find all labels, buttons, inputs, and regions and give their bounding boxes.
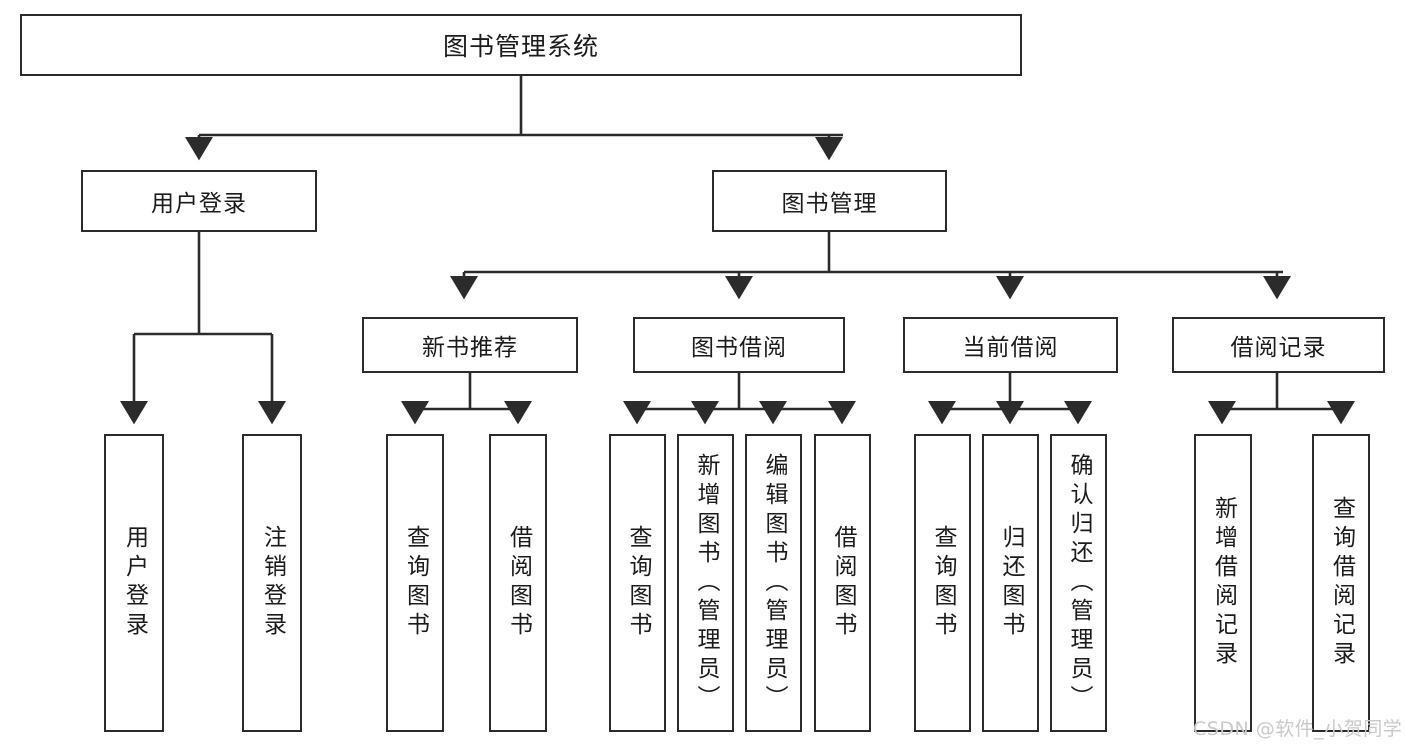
csdn-watermark: CSDN @软件_小贺同学 [1193, 718, 1403, 740]
node-root-system[interactable]: 图书管理系统 [20, 14, 1022, 76]
node-label: 图书借阅 [691, 335, 787, 361]
node-label: 新增借阅记录 [1210, 496, 1237, 670]
node-current-borrow[interactable]: 当前借阅 [903, 317, 1118, 373]
node-borrow-record[interactable]: 借阅记录 [1172, 317, 1385, 373]
node-label: 用户登录 [121, 525, 148, 641]
node-label: 当前借阅 [962, 335, 1059, 361]
node-label: 新书推荐 [422, 335, 518, 361]
leaf-current-query-book[interactable]: 查询图书 [914, 434, 971, 732]
leaf-borrow-edit-book-admin[interactable]: 编辑图书（管理员） [745, 434, 802, 732]
leaf-new-book-borrow[interactable]: 借阅图书 [489, 434, 547, 732]
node-label: 查询图书 [402, 525, 429, 641]
node-label: 查询图书 [625, 525, 651, 641]
leaf-user-login-logout[interactable]: 注销登录 [242, 434, 302, 732]
node-label: 归还图书 [998, 525, 1024, 641]
leaf-borrow-add-book-admin[interactable]: 新增图书（管理员） [677, 434, 734, 732]
leaf-record-query-record[interactable]: 查询借阅记录 [1312, 434, 1370, 732]
leaf-current-return-book[interactable]: 归还图书 [982, 434, 1039, 732]
node-label: 查询借阅记录 [1328, 496, 1355, 670]
node-label: 借阅图书 [505, 525, 532, 641]
node-user-login[interactable]: 用户登录 [81, 170, 317, 232]
node-book-borrow[interactable]: 图书借阅 [633, 317, 845, 373]
leaf-user-login-login[interactable]: 用户登录 [104, 434, 164, 732]
node-label: 借阅记录 [1230, 335, 1327, 361]
leaf-record-add-record[interactable]: 新增借阅记录 [1194, 434, 1252, 732]
node-new-book-recommend[interactable]: 新书推荐 [362, 317, 578, 373]
node-label: 新增图书（管理员） [693, 452, 719, 714]
node-label: 用户登录 [151, 191, 247, 217]
leaf-borrow-borrow-book[interactable]: 借阅图书 [814, 434, 871, 732]
node-label: 编辑图书（管理员） [761, 452, 787, 714]
node-book-management[interactable]: 图书管理 [712, 170, 947, 232]
leaf-new-book-query[interactable]: 查询图书 [386, 434, 444, 732]
leaf-borrow-query-book[interactable]: 查询图书 [609, 434, 666, 732]
node-label: 图书管理系统 [442, 32, 599, 61]
node-label: 查询图书 [930, 525, 956, 641]
node-label: 注销登录 [259, 525, 286, 641]
node-label: 图书管理 [781, 191, 878, 217]
node-label: 确认归还（管理员） [1066, 452, 1092, 714]
leaf-current-confirm-return-admin[interactable]: 确认归还（管理员） [1050, 434, 1107, 732]
node-label: 借阅图书 [830, 525, 856, 641]
